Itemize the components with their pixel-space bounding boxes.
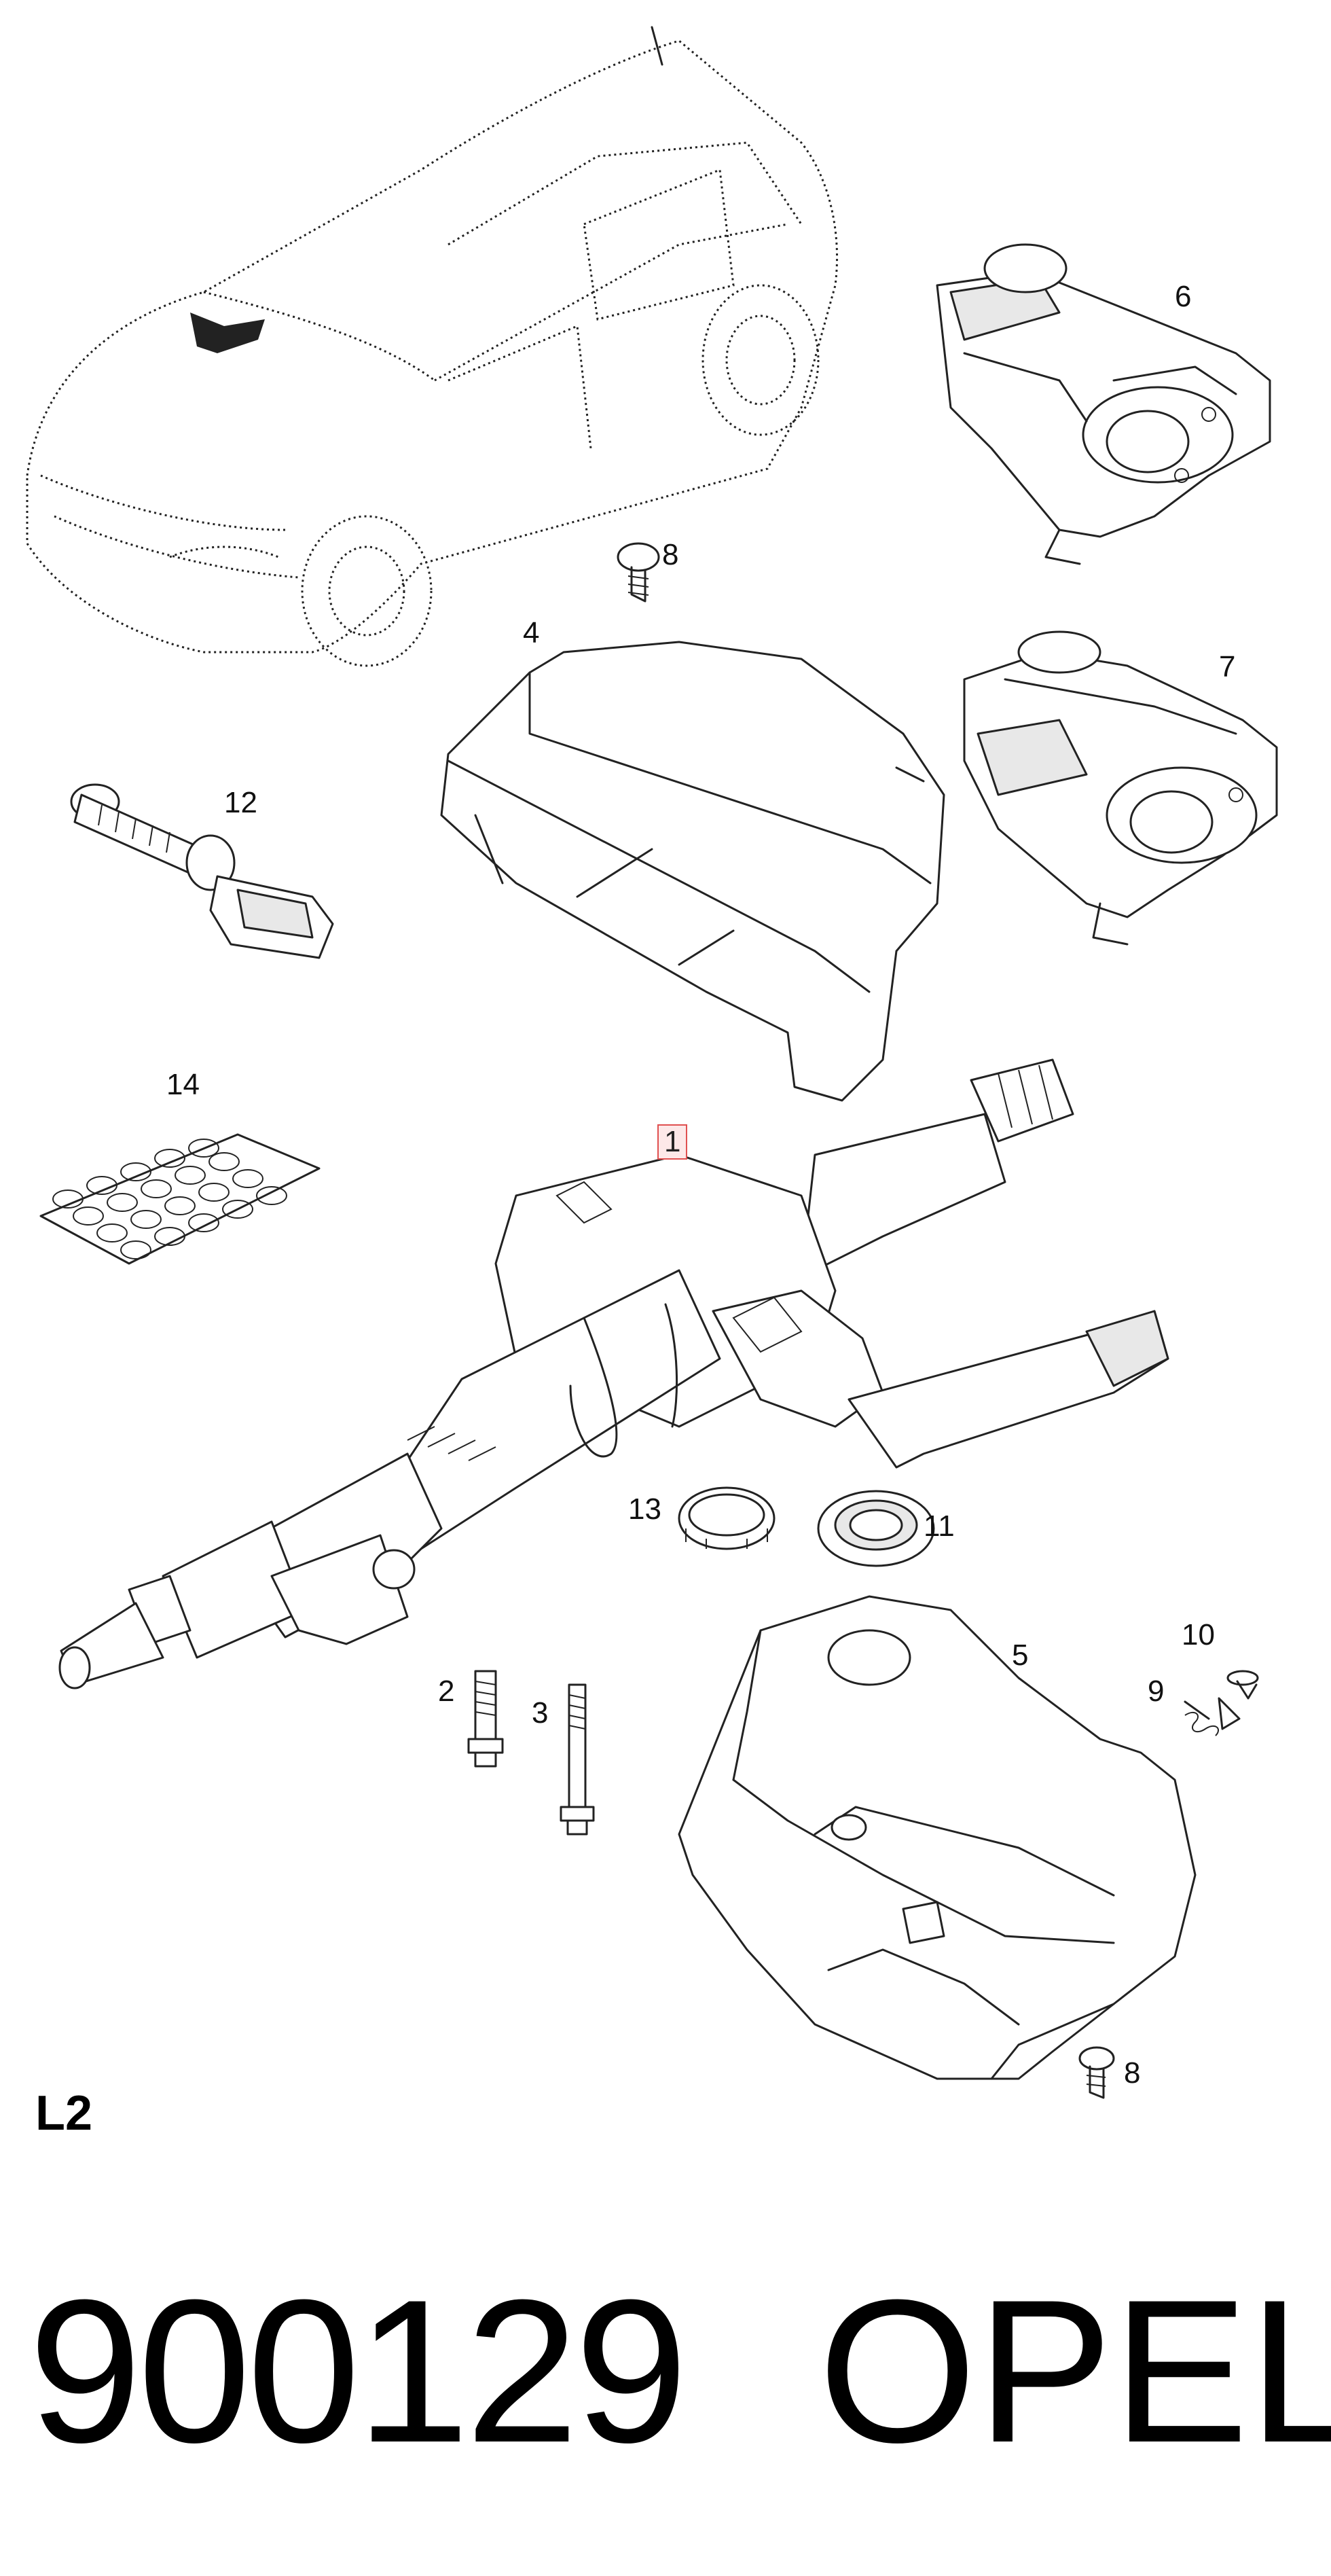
part-12-lock-cylinder-key bbox=[70, 783, 334, 959]
car-illustration bbox=[26, 26, 839, 667]
brand-name: OPEL bbox=[818, 2257, 1331, 2485]
part-5-lower-shroud bbox=[678, 1595, 1197, 2080]
callout-12[interactable]: 12 bbox=[224, 786, 257, 819]
callout-8-top[interactable]: 8 bbox=[662, 538, 679, 571]
steering-highlight-icon bbox=[190, 312, 265, 353]
part-9-spring bbox=[1184, 1697, 1241, 1736]
group-label: L2 bbox=[35, 2086, 93, 2141]
callout-7[interactable]: 7 bbox=[1219, 650, 1236, 683]
part-8-screw-bottom bbox=[1078, 2046, 1115, 2099]
callout-3[interactable]: 3 bbox=[532, 1696, 549, 1730]
part-8-screw-top bbox=[617, 542, 660, 603]
callout-9[interactable]: 9 bbox=[1148, 1675, 1165, 1708]
part-number: 900129 bbox=[29, 2257, 688, 2485]
part-2-bolt bbox=[467, 1670, 504, 1768]
part-1-steering-column bbox=[58, 1058, 1169, 1689]
part-4-upper-shroud bbox=[440, 641, 945, 1102]
callout-4[interactable]: 4 bbox=[523, 616, 540, 649]
part-6-switch-housing bbox=[936, 243, 1271, 565]
callout-11[interactable]: 11 bbox=[924, 1509, 955, 1543]
part-10-pin bbox=[1226, 1670, 1259, 1700]
part-7-switch-housing bbox=[963, 630, 1278, 946]
callout-13[interactable]: 13 bbox=[628, 1492, 661, 1526]
callout-5[interactable]: 5 bbox=[1012, 1639, 1029, 1672]
part-14-sticker-sheet bbox=[39, 1133, 321, 1265]
part-11-transponder-ring bbox=[817, 1490, 935, 1567]
callout-8-bottom[interactable]: 8 bbox=[1124, 2056, 1141, 2090]
callout-10[interactable]: 10 bbox=[1182, 1618, 1215, 1651]
callout-6[interactable]: 6 bbox=[1175, 280, 1192, 313]
callout-14[interactable]: 14 bbox=[166, 1068, 200, 1101]
part-3-long-bolt bbox=[560, 1683, 595, 1836]
callout-2[interactable]: 2 bbox=[438, 1675, 455, 1708]
callout-1[interactable]: 1 bbox=[657, 1124, 688, 1160]
part-13-ring bbox=[678, 1486, 776, 1550]
sticker-dots bbox=[52, 1139, 287, 1259]
